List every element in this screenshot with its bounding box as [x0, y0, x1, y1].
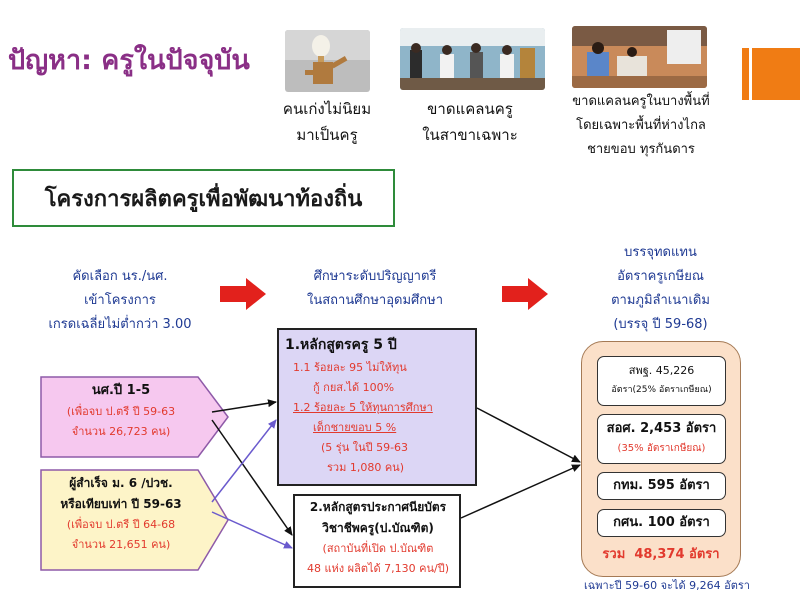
allocation-note: เฉพาะปี 59-60 จะได้ 9,264 อัตรา — [584, 579, 750, 592]
allocation-sor-l2: (35% อัตราเกษียณ) — [617, 443, 706, 454]
graduates-title-2: หรือเทียบเท่า ปี 59-63 — [60, 497, 182, 511]
stage-study: ศึกษาระดับปริญญาตรี ในสถานศึกษาอุดมศึกษา — [290, 265, 460, 313]
accent-bar-thick — [752, 48, 800, 100]
mannequin-photo — [285, 30, 370, 92]
program-1-l2: กู้ กยส.ได้ 100% — [313, 381, 395, 394]
allocation-spp: สพฐ. 45,226 อัตรา(25% อัตราเกษียณ) — [597, 356, 726, 406]
stage-select-line-1: คัดเลือก นร./นศ. — [72, 269, 168, 284]
project-title: โครงการผลิตครูเพื่อพัฒนาท้องถิ่น — [44, 186, 363, 212]
stage-study-line-2: ในสถานศึกษาอุดมศึกษา — [306, 293, 444, 308]
program-1-l5: (5 รุ่น ในปี 59-63 — [321, 441, 409, 454]
stage-place-line-2: อัตราครูเกษียณ — [617, 269, 704, 284]
program-1-l1: 1.1 ร้อยละ 95 ไม่ให้ทุน — [293, 361, 407, 374]
stage-study-line-1: ศึกษาระดับปริญญาตรี — [313, 269, 437, 284]
classroom-photo — [400, 28, 545, 90]
problem-3-line-3: ชายขอบ ทุรกันดาร — [587, 142, 695, 157]
allocation-total: รวม 48,374 อัตรา — [602, 547, 720, 562]
problem-1-line-2: มาเป็นครู — [296, 126, 358, 144]
rural-classroom-photo — [572, 26, 707, 88]
program-2-title-2: วิชาชีพครู(ป.บัณฑิต) — [322, 521, 434, 535]
program-2-content: 2.หลักสูตรประกาศนียบัตร วิชาชีพครู(ป.บัณ… — [296, 497, 460, 579]
problem-caption-2: ขาดแคลนครู ในสาขาเฉพาะ — [406, 96, 534, 148]
program-1-box — [277, 328, 477, 486]
program-1-title: 1.หลักสูตรครู 5 ปี — [285, 337, 397, 353]
stage-place-line-1: บรรจุทดแทน — [624, 245, 697, 260]
red-arrow-1 — [220, 278, 266, 310]
program-1-l6: รวม 1,080 คน) — [327, 461, 404, 474]
allocation-bkk: กทม. 595 อัตรา — [597, 472, 726, 500]
problem-1-line-1: คนเก่งไม่นิยม — [282, 100, 372, 118]
problem-caption-1: คนเก่งไม่นิยม มาเป็นครู — [268, 96, 386, 148]
problem-2-line-1: ขาดแคลนครู — [427, 100, 513, 118]
stage-select-line-3: เกรดเฉลี่ยไม่ต่ำกว่า 3.00 — [48, 317, 192, 332]
graduates-line-3: (เพื่อจบ ป.ตรี ปี 64-68 — [66, 518, 176, 531]
stage-place-line-3: ตามภูมิลำเนาเดิม — [611, 293, 710, 308]
problem-3-line-1: ขาดแคลนครูในบางพื้นที่ — [572, 94, 710, 109]
program-2-title-1: 2.หลักสูตรประกาศนียบัตร — [309, 500, 447, 514]
allocation-kor-label: กศน. 100 อัตรา — [613, 515, 710, 530]
stage-select: คัดเลือก นร./นศ. เข้าโครงการ เกรดเฉลี่ยไ… — [40, 265, 200, 337]
program-1-l4: เด็กชายขอบ 5 % — [313, 421, 397, 434]
students-line-2: (เพื่อจบ ป.ตรี ปี 59-63 — [66, 405, 176, 418]
project-title-box: โครงการผลิตครูเพื่อพัฒนาท้องถิ่น — [12, 169, 395, 227]
graduates-box: ผู้สำเร็จ ม. 6 /ปวช. หรือเทียบเท่า ปี 59… — [46, 473, 196, 555]
allocation-spp-l2: อัตรา(25% อัตราเกษียณ) — [611, 385, 712, 395]
graduates-title-1: ผู้สำเร็จ ม. 6 /ปวช. — [69, 476, 173, 490]
problem-caption-3: ขาดแคลนครูในบางพื้นที่ โดยเฉพาะพื้นที่ห่… — [556, 90, 726, 162]
program-1-content: 1.หลักสูตรครู 5 ปี 1.1 ร้อยละ 95 ไม่ให้ท… — [285, 332, 475, 478]
problem-3-line-2: โดยเฉพาะพื้นที่ห่างไกล — [576, 118, 706, 133]
students-line-3: จำนวน 26,723 คน) — [71, 425, 171, 438]
red-arrow-2 — [502, 278, 548, 310]
students-box: นศ.ปี 1-5 (เพื่อจบ ป.ตรี ปี 59-63 จำนวน … — [46, 380, 196, 442]
allocation-sor: สอศ. 2,453 อัตรา (35% อัตราเกษียณ) — [597, 414, 726, 464]
allocation-kor: กศน. 100 อัตรา — [597, 509, 726, 537]
stage-place-line-4: (บรรจุ ปี 59-68) — [613, 317, 708, 332]
slide-title: ปัญหา: ครูในปัจจุบัน — [8, 45, 250, 76]
graduates-line-4: จำนวน 21,651 คน) — [71, 538, 171, 551]
program-2-l2: 48 แห่ง ผลิตได้ 7,130 คน/ปี) — [306, 562, 450, 575]
stage-place: บรรจุทดแทน อัตราครูเกษียณ ตามภูมิลำเนาเด… — [578, 241, 743, 337]
allocation-spp-l1: สพฐ. 45,226 — [628, 364, 695, 377]
arrow-program-2-to-allocation — [460, 464, 581, 519]
allocation-bkk-label: กทม. 595 อัตรา — [613, 478, 710, 493]
stage-select-line-2: เข้าโครงการ — [84, 293, 156, 308]
program-2-box — [293, 494, 461, 588]
problem-2-line-2: ในสาขาเฉพาะ — [422, 126, 518, 144]
students-title: นศ.ปี 1-5 — [91, 383, 151, 398]
arrow-program-1-to-allocation — [476, 407, 581, 463]
program-2-l1: (สถาบันที่เปิด ป.บัณฑิต — [322, 542, 434, 555]
accent-bar-thin — [742, 48, 749, 100]
program-1-l3: 1.2 ร้อยละ 5 ให้ทุนการศึกษา — [293, 401, 433, 414]
allocation-sor-l1: สอศ. 2,453 อัตรา — [606, 421, 717, 436]
